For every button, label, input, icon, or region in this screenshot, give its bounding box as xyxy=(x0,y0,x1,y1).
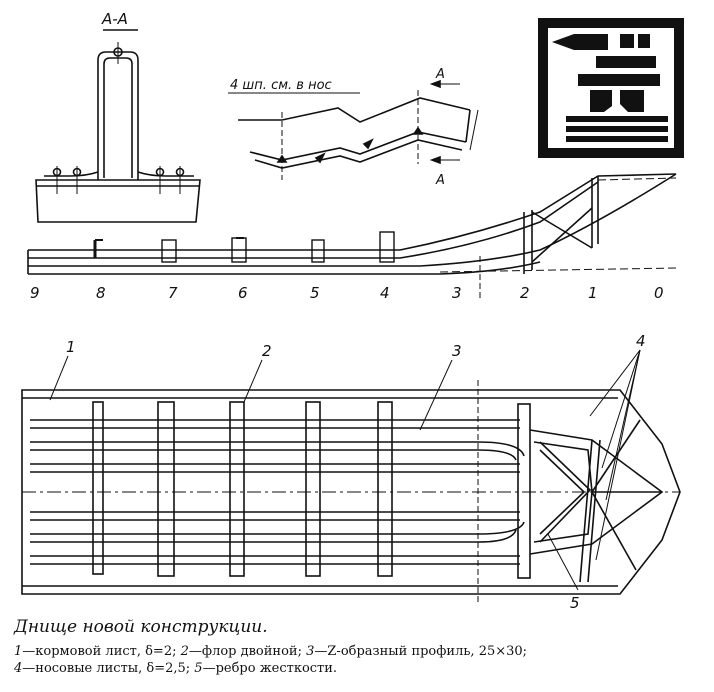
frame-number: 8 xyxy=(96,284,106,302)
legend-text: —кормовой лист, δ=2; xyxy=(22,644,177,659)
legend-text: —флор двойной; xyxy=(188,644,302,659)
legend-number: 4 xyxy=(14,661,23,676)
callout-number: 3 xyxy=(452,342,462,360)
section-arrow-label-bottom: А xyxy=(435,173,445,188)
frame-number: 4 xyxy=(380,284,390,302)
callout-number: 1 xyxy=(66,338,76,356)
callout-number: 5 xyxy=(570,594,580,610)
legend-item: 4—носовые листы, δ=2,5; xyxy=(14,661,190,676)
legend-number: 2 xyxy=(180,644,189,659)
section-label: А-А xyxy=(101,10,128,28)
legend-number: 1 xyxy=(14,644,23,659)
caption-title: Днище новой конструкции. xyxy=(14,617,268,637)
frame-number: 6 xyxy=(238,284,248,302)
legend-text: —Z-образный профиль, 25×30; xyxy=(314,644,528,659)
legend-item: 2—флор двойной; xyxy=(181,644,302,659)
callout-leaders xyxy=(49,349,641,591)
legend-item: 3—Z-образный профиль, 25×30; xyxy=(306,644,527,659)
section-a-a-view xyxy=(35,29,201,223)
frame-number: 9 xyxy=(30,284,40,302)
frame-number: 2 xyxy=(520,284,530,302)
frame-detail-view xyxy=(228,79,479,180)
frame-number: 7 xyxy=(168,284,178,302)
side-elevation-view xyxy=(27,173,677,300)
legend-item: 5—ребро жесткости. xyxy=(194,661,337,676)
caption-legend: 1—кормовой лист, δ=2; 2—флор двойной; 3—… xyxy=(14,643,704,677)
frame-number-row: 9 8 7 6 5 4 3 2 1 0 xyxy=(30,284,664,302)
frame-number: 3 xyxy=(452,284,462,302)
callout-number: 2 xyxy=(262,342,272,360)
frame-number: 5 xyxy=(310,284,320,302)
legend-text: —ребро жесткости. xyxy=(202,661,338,676)
plan-callouts: 1 2 3 4 5 xyxy=(66,332,646,610)
callout-number: 4 xyxy=(636,332,646,350)
legend-number: 5 xyxy=(194,661,203,676)
legend-number: 3 xyxy=(306,644,315,659)
legend-item: 1—кормовой лист, δ=2; xyxy=(14,644,176,659)
side-note: 4 шп. см. в нос xyxy=(230,78,332,93)
figure-caption: Днище новой конструкции. 1—кормовой лист… xyxy=(14,617,704,677)
frame-number: 0 xyxy=(654,284,664,302)
plan-view xyxy=(21,380,681,604)
hull-logo xyxy=(538,18,684,158)
bottom-structure-drawing: А-А 4 шп. см. в нос А А 9 8 7 6 5 4 3 2 … xyxy=(21,10,684,610)
legend-text: —носовые листы, δ=2,5; xyxy=(22,661,191,676)
frame-number: 1 xyxy=(588,284,598,302)
section-arrow-label-top: А xyxy=(435,67,445,82)
